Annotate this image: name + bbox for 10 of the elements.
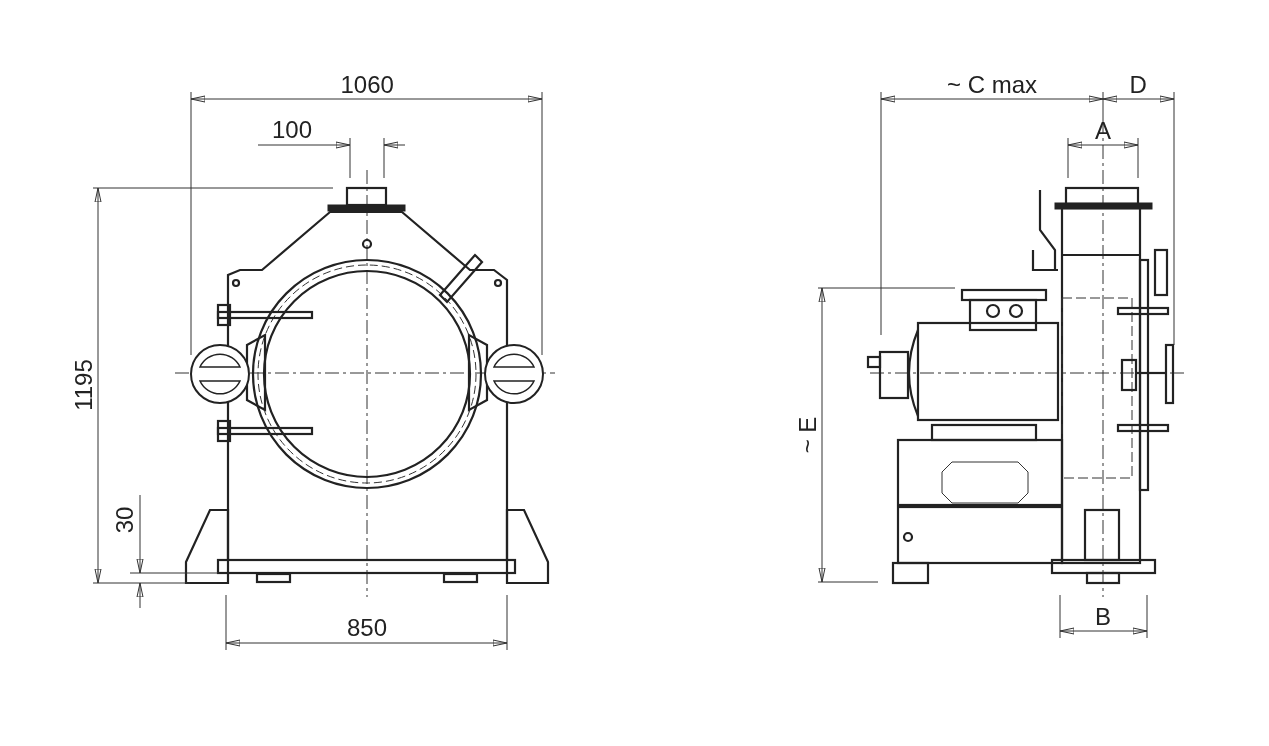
dimension-label: ~ E	[794, 416, 821, 454]
dimension-label: A	[1095, 118, 1111, 144]
dimension-label: B	[1095, 604, 1111, 630]
dimension-label: 30	[111, 506, 138, 534]
dimension-label: 1195	[70, 359, 97, 411]
dimension-label: 850	[347, 615, 388, 641]
dimension-label: 100	[272, 117, 313, 143]
dimension-label: ~ C max	[947, 72, 1038, 98]
dimension-label: 1060	[340, 72, 394, 98]
dimension-label: D	[1129, 72, 1147, 98]
